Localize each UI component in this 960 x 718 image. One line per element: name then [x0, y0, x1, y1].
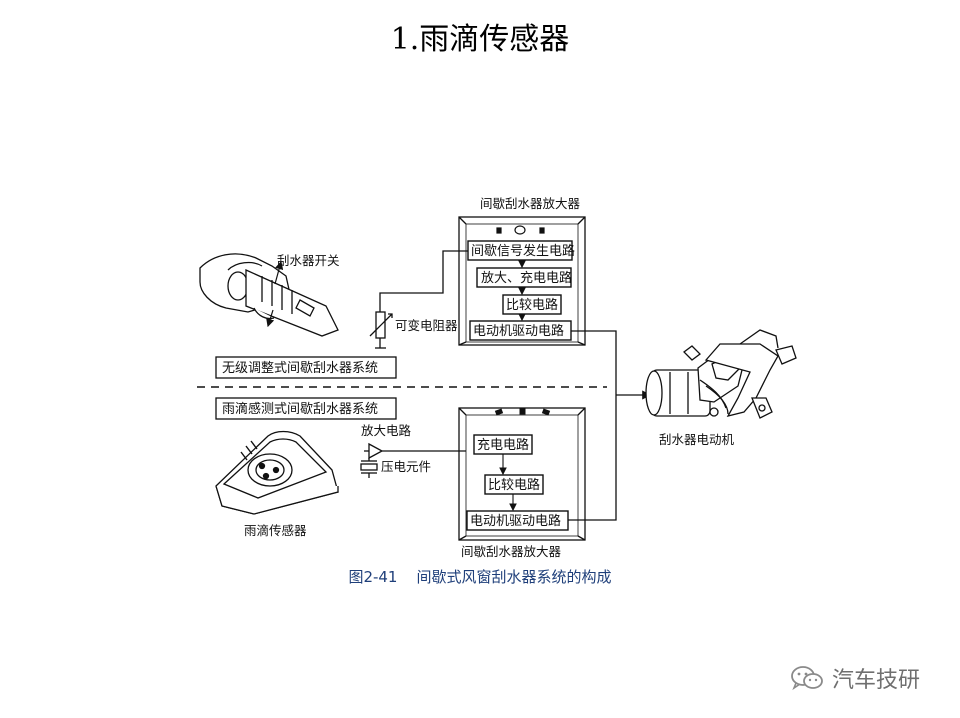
- top-amplifier-screws: [496, 225, 545, 235]
- variable-resistor: [369, 250, 468, 349]
- wiper-switch-illustration: [199, 253, 339, 337]
- wiper-switch-arrows: [266, 260, 284, 328]
- box-compare-bottom-label: 比较电路: [488, 477, 540, 493]
- rain-sensor-illustration: [215, 430, 339, 515]
- variable-resistor-label: 可变电阻器: [395, 318, 458, 333]
- box-intermittent-signal-label: 间歇信号发生电路: [471, 243, 575, 259]
- page-title: 1.雨滴传感器: [390, 22, 570, 57]
- stepless-system-label: 无级调整式间歇刮水器系统: [222, 361, 378, 376]
- wiper-switch-label: 刮水器开关: [277, 253, 340, 268]
- box-compare-top-label: 比较电路: [506, 297, 558, 313]
- top-amplifier-case: [458, 216, 586, 346]
- box-compare-bottom: [484, 474, 544, 495]
- box-motor-drive-bottom-label: 电动机驱动电路: [470, 513, 561, 529]
- bottom-flow-arrows: [499, 454, 517, 512]
- piezo-element-symbol: [360, 460, 378, 478]
- bottom-amplifier-case: [458, 407, 586, 541]
- wiper-motor-label: 刮水器电动机: [659, 432, 735, 447]
- wiper-motor-illustration: [645, 329, 797, 419]
- rain-system-label: 雨滴感测式间歇刮水器系统: [222, 401, 378, 417]
- figure-caption: 图2-41 间歇式风窗刮水器系统的构成: [348, 568, 612, 586]
- piezo-label: 压电元件: [381, 459, 431, 474]
- wechat-icon: [791, 666, 823, 691]
- rain-system-box: [215, 397, 397, 420]
- stepless-system-box: [215, 356, 397, 379]
- rain-sensor-label: 雨滴传感器: [244, 523, 307, 538]
- box-compare-top: [502, 294, 562, 315]
- box-charge-label: 充电电路: [477, 437, 529, 453]
- watermark: 汽车技研: [790, 662, 920, 694]
- amplify-circuit-label: 放大电路: [361, 423, 412, 438]
- motor-wiring: [568, 330, 617, 521]
- top-amplifier-label: 间歇刮水器放大器: [480, 196, 581, 211]
- bottom-amplifier-screws: [494, 408, 551, 416]
- box-amplify-charge-label: 放大、充电电路: [481, 270, 572, 286]
- amplify-circuit-symbol: [364, 442, 466, 460]
- bottom-amplifier-label: 间歇刮水器放大器: [461, 544, 562, 559]
- watermark-text: 汽车技研: [832, 668, 921, 693]
- box-motor-drive-top-label: 电动机驱动电路: [473, 323, 564, 339]
- rain-drop-marks: [240, 440, 258, 461]
